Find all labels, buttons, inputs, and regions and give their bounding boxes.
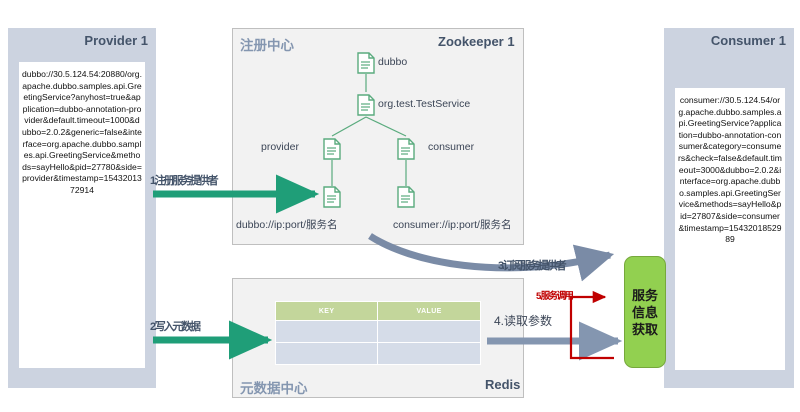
tree-node-service-label: org.test.TestService	[378, 98, 471, 110]
green-box-line-3: 获取	[631, 321, 658, 337]
table-header-row: KEY VALUE	[274, 301, 481, 321]
tree-node-provider-icon	[323, 138, 341, 160]
tree-node-service-icon	[357, 94, 375, 116]
arrow-label-3: 3.订阅服务提供者	[498, 260, 567, 272]
arrow-label-1: 1.注册服务提供者	[150, 175, 219, 187]
tree-leaf-consumer-url: consumer://ip:port/服务名	[393, 219, 512, 231]
provider-panel-title: Provider 1	[84, 33, 148, 48]
arrow-label-4: 4.读取参数	[494, 314, 553, 328]
table-row	[274, 320, 481, 343]
zookeeper-panel-title-cn: 注册中心	[240, 38, 294, 53]
kv-header-value: VALUE	[377, 301, 481, 321]
kv-cell-key-2	[274, 342, 379, 365]
service-info-fetch-box: 服务 信息 获取	[624, 256, 666, 368]
table-row	[274, 342, 481, 365]
redis-panel-title-cn: 元数据中心	[240, 381, 308, 396]
green-box-line-2: 信息	[631, 304, 658, 320]
tree-node-consumer-icon	[397, 138, 415, 160]
kv-cell-key-1	[274, 320, 379, 343]
consumer-panel-title: Consumer 1	[710, 33, 786, 48]
kv-header-key: KEY	[274, 301, 379, 321]
arrow-label-5: 5.服务调用	[536, 291, 574, 302]
tree-node-dubbo-label: dubbo	[378, 56, 408, 68]
kv-cell-value-1	[377, 320, 481, 343]
tree-leaf-provider-icon	[323, 186, 341, 208]
tree-leaf-provider-url: dubbo://ip:port/服务名	[236, 219, 338, 231]
tree-node-consumer-label: consumer	[428, 141, 475, 153]
provider-url-card: dubbo://30.5.124.54:20880/org.apache.dub…	[19, 62, 145, 368]
tree-node-provider-label: provider	[261, 141, 299, 153]
green-box-line-1: 服务	[631, 287, 658, 303]
consumer-url-card: consumer://30.5.124.54/org.apache.dubbo.…	[675, 88, 785, 370]
tree-leaf-consumer-icon	[397, 186, 415, 208]
redis-panel-title-en: Redis	[485, 377, 521, 392]
arrow-label-2: 2.写入元数据	[150, 321, 201, 333]
kv-cell-value-2	[377, 342, 481, 365]
tree-node-dubbo-icon	[357, 52, 375, 74]
zookeeper-panel-title-en: Zookeeper 1	[438, 34, 515, 49]
metadata-kv-table: KEY VALUE	[274, 301, 481, 365]
